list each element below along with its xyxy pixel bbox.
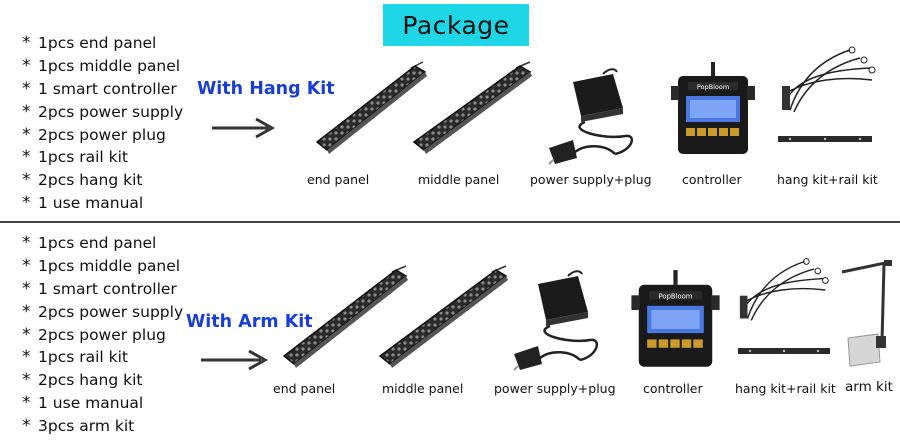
- right-arrow-icon: [201, 349, 269, 371]
- hang-kit-item-list: 1pcs end panel 1pcs middle panel 1 smart…: [22, 32, 183, 215]
- arm-kit-item-list: 1pcs end panel 1pcs middle panel 1 smart…: [22, 232, 183, 438]
- list-item: 2pcs power plug: [22, 124, 183, 147]
- section-divider: [0, 221, 900, 223]
- list-item: 1 smart controller: [22, 278, 183, 301]
- hang-kit-label: With Hang Kit: [197, 79, 335, 99]
- end-panel-image: [282, 265, 408, 368]
- power-adapter-image: [548, 68, 634, 165]
- controller-image: PopBloom: [671, 62, 755, 154]
- arm-kit-label: With Arm Kit: [186, 312, 313, 332]
- power-adapter-image: [513, 270, 599, 371]
- hang-kit-image: [782, 46, 876, 113]
- list-item: 1pcs middle panel: [22, 55, 183, 78]
- caption-power-supply: power supply+plug: [494, 381, 616, 396]
- list-item: 1pcs rail kit: [22, 346, 183, 369]
- hang-kit-image: [739, 258, 829, 321]
- list-item: 1 use manual: [22, 192, 183, 215]
- list-item: 2pcs power supply: [22, 301, 183, 324]
- caption-controller: controller: [643, 381, 703, 396]
- list-item: 2pcs hang kit: [22, 169, 183, 192]
- middle-panel-image: [378, 265, 508, 368]
- list-item: 1pcs end panel: [22, 232, 183, 255]
- list-item: 1 use manual: [22, 392, 183, 415]
- caption-arm-kit: arm kit: [845, 379, 893, 395]
- caption-hang-kit: hang kit+rail kit: [777, 172, 878, 187]
- page-title: Package: [383, 4, 529, 46]
- list-item: 2pcs power supply: [22, 101, 183, 124]
- list-item: 1 smart controller: [22, 78, 183, 101]
- controller-brand-text: PopBloom: [659, 292, 693, 300]
- middle-panel-image: [412, 61, 532, 154]
- list-item: 1pcs rail kit: [22, 146, 183, 169]
- right-arrow-icon: [212, 117, 276, 139]
- caption-hang-kit: hang kit+rail kit: [735, 381, 836, 396]
- caption-end-panel: end panel: [273, 381, 336, 396]
- controller-image: PopBloom: [631, 270, 720, 367]
- end-panel-image: [315, 61, 427, 154]
- list-item: 1pcs middle panel: [22, 255, 183, 278]
- caption-end-panel: end panel: [307, 172, 370, 187]
- list-item: 3pcs arm kit: [22, 415, 183, 438]
- controller-brand-text: PopBloom: [697, 83, 729, 91]
- arm-kit-image: [841, 260, 892, 367]
- list-item: 2pcs hang kit: [22, 369, 183, 392]
- caption-middle-panel: middle panel: [418, 172, 500, 187]
- caption-power-supply: power supply+plug: [530, 172, 652, 187]
- caption-middle-panel: middle panel: [382, 381, 464, 396]
- rail-image: [778, 136, 872, 142]
- list-item: 2pcs power plug: [22, 324, 183, 347]
- caption-controller: controller: [682, 172, 742, 187]
- rail-image: [738, 348, 830, 354]
- list-item: 1pcs end panel: [22, 32, 183, 55]
